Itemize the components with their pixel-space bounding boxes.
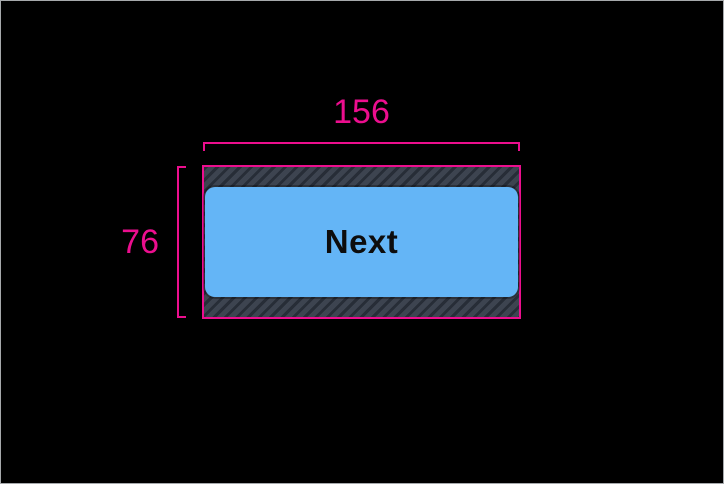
next-button[interactable]: Next: [205, 187, 518, 297]
height-measure-bracket: [177, 166, 186, 318]
width-dimension-label: 156: [333, 93, 390, 131]
next-button-label: Next: [324, 223, 399, 260]
height-dimension-label: 76: [121, 223, 159, 261]
measured-region-outline: Next: [202, 165, 521, 319]
width-measure-bracket: [203, 142, 520, 151]
